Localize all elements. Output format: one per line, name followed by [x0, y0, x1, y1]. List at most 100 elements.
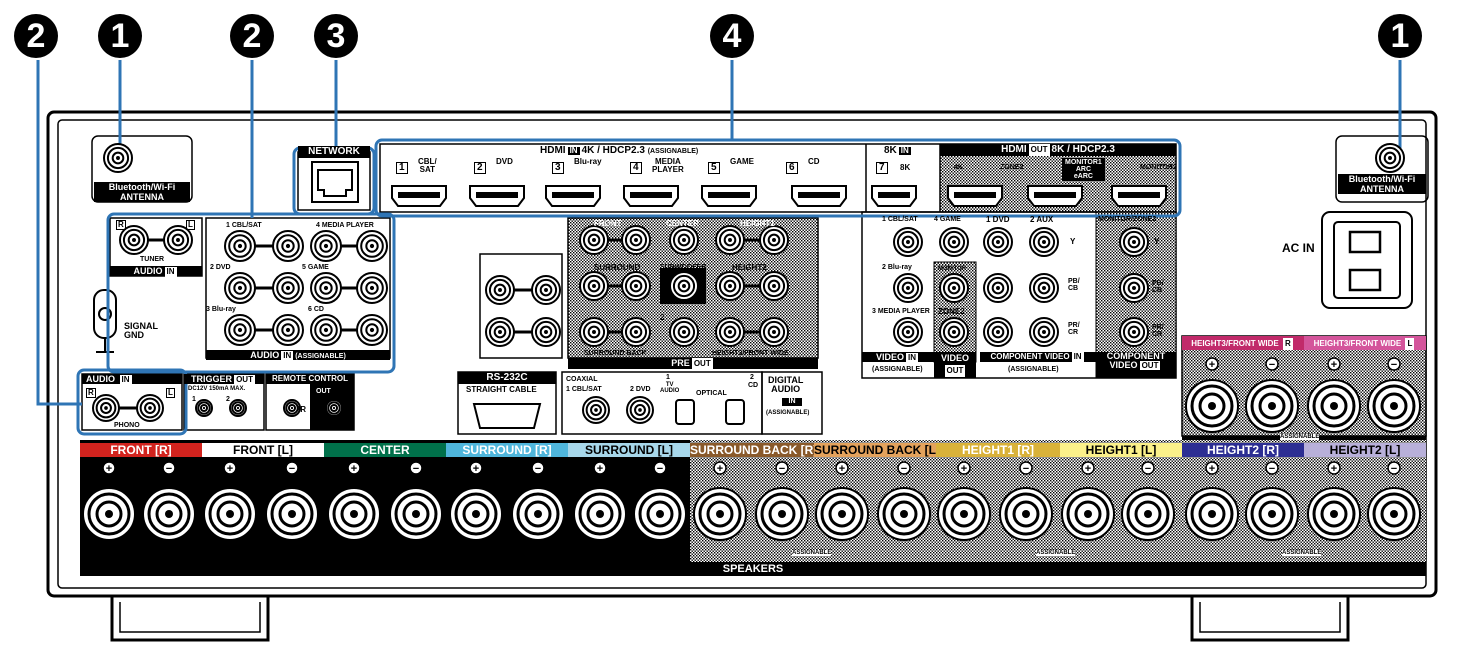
remote-out-jack-2[interactable]	[325, 399, 343, 417]
audio-tuner-r[interactable]	[119, 225, 149, 255]
video-out-monitor[interactable]	[939, 273, 969, 303]
video-in-4[interactable]	[939, 227, 969, 257]
speaker-terminal-1[interactable]	[142, 487, 196, 541]
speaker-terminal-11[interactable]	[755, 487, 809, 541]
pre-zone3-l[interactable]	[531, 317, 561, 347]
speaker-terminal-17[interactable]	[1121, 487, 1175, 541]
height3-terminal-3[interactable]	[1367, 379, 1421, 433]
speaker-terminal-9[interactable]	[633, 487, 687, 541]
component-in-2[interactable]	[983, 273, 1013, 303]
remote-ir: IR	[298, 405, 306, 414]
audio-in-0-2-l[interactable]	[272, 314, 304, 346]
pre-height1-l[interactable]	[759, 225, 789, 255]
height3-terminal-2[interactable]	[1307, 379, 1361, 433]
component-in-0[interactable]	[983, 227, 1013, 257]
pre-subwoofer-1[interactable]	[669, 271, 699, 301]
video-out-zone2[interactable]	[939, 317, 969, 347]
speaker-terminal-5[interactable]	[389, 487, 443, 541]
audio-in-0-0-r[interactable]	[224, 230, 256, 262]
hdmi-port-1[interactable]	[469, 185, 525, 207]
pre-zone2-r[interactable]	[485, 275, 515, 305]
component-out-0[interactable]	[1119, 227, 1149, 257]
remote-in-jack[interactable]	[283, 399, 301, 417]
pre-height2-r[interactable]	[715, 271, 745, 301]
pre-zone3-r[interactable]	[485, 317, 515, 347]
component-in-5[interactable]	[1029, 317, 1059, 347]
speaker-terminal-7[interactable]	[511, 487, 565, 541]
audio-in-1-0-l[interactable]	[356, 230, 388, 262]
hdmi-port-3[interactable]	[623, 185, 679, 207]
pre-zone2-l[interactable]	[531, 275, 561, 305]
speaker-terminal-19[interactable]	[1245, 487, 1299, 541]
speaker-terminal-3[interactable]	[265, 487, 319, 541]
hdmi-port-5[interactable]	[791, 185, 847, 207]
hdmi-port-7[interactable]	[947, 185, 1003, 207]
audio-in-0-2-r[interactable]	[224, 314, 256, 346]
antenna-left-connector[interactable]	[103, 143, 133, 173]
hdmi-port-9[interactable]	[1111, 185, 1167, 207]
height3-terminal-0[interactable]	[1185, 379, 1239, 433]
audio-in-1-2-r[interactable]	[310, 314, 342, 346]
component-out-1[interactable]	[1119, 273, 1149, 303]
speaker-terminal-2[interactable]	[203, 487, 257, 541]
video-in-2[interactable]	[893, 273, 923, 303]
hdmi-in-num: 1	[396, 162, 408, 174]
speaker-terminal-15[interactable]	[999, 487, 1053, 541]
component-in-4[interactable]	[983, 317, 1013, 347]
hdmi-port-2[interactable]	[545, 185, 601, 207]
audio-in-1-0-r[interactable]	[310, 230, 342, 262]
antenna-right-label: Bluetooth/Wi-Fi ANTENNA	[1338, 174, 1426, 194]
audio-in-1-1-r[interactable]	[310, 272, 342, 304]
pre-front-l[interactable]	[621, 225, 651, 255]
pre-surround-r[interactable]	[579, 271, 609, 301]
audio-in-0-1-r[interactable]	[224, 272, 256, 304]
pre-subwoofer-2[interactable]	[669, 317, 699, 347]
audio-tuner-l[interactable]	[163, 225, 193, 255]
speaker-terminal-8[interactable]	[573, 487, 627, 541]
video-in-1[interactable]	[893, 227, 923, 257]
coaxial-2-jack[interactable]	[626, 396, 654, 424]
svg-text:−: −	[779, 463, 785, 475]
speaker-terminal-4[interactable]	[327, 487, 381, 541]
audio-in-1-1-l[interactable]	[356, 272, 388, 304]
trigger-1-jack[interactable]	[195, 399, 213, 417]
pre-center[interactable]	[669, 225, 699, 255]
component-in-1[interactable]	[1029, 227, 1059, 257]
hdmi-port-0[interactable]	[391, 185, 447, 207]
audio-in-0-1-l[interactable]	[272, 272, 304, 304]
pre-height1-r[interactable]	[715, 225, 745, 255]
pre-surround-l[interactable]	[621, 271, 651, 301]
pre-surround-back-r[interactable]	[579, 317, 609, 347]
hdmi-port-6[interactable]	[871, 185, 917, 207]
audio-in-1-2-l[interactable]	[356, 314, 388, 346]
speaker-terminal-12[interactable]	[815, 487, 869, 541]
antenna-right-connector[interactable]	[1375, 143, 1405, 173]
speaker-terminal-13[interactable]	[877, 487, 931, 541]
speaker-terminal-6[interactable]	[449, 487, 503, 541]
pre-height3-l[interactable]	[759, 317, 789, 347]
coaxial-1-jack[interactable]	[582, 396, 610, 424]
pre-height2-l[interactable]	[759, 271, 789, 301]
height3-terminal-1[interactable]	[1245, 379, 1299, 433]
hdmi-port-4[interactable]	[701, 185, 757, 207]
speaker-terminal-21[interactable]	[1367, 487, 1421, 541]
component-out-2[interactable]	[1119, 317, 1149, 347]
audio-in-label: 3 Blu-ray	[206, 306, 236, 313]
audio-phono-l[interactable]	[136, 394, 164, 422]
speaker-terminal-16[interactable]	[1061, 487, 1115, 541]
pre-height3-r[interactable]	[715, 317, 745, 347]
speaker-terminal-14[interactable]	[937, 487, 991, 541]
speaker-terminal-10[interactable]	[693, 487, 747, 541]
speaker-terminal-0[interactable]	[82, 487, 136, 541]
pre-front-r[interactable]	[579, 225, 609, 255]
hdmi-port-8[interactable]	[1027, 185, 1083, 207]
speaker-terminal-18[interactable]	[1185, 487, 1239, 541]
trigger-2-jack[interactable]	[229, 399, 247, 417]
component-in-3[interactable]	[1029, 273, 1059, 303]
audio-in-0-0-l[interactable]	[272, 230, 304, 262]
audio-phono-r[interactable]	[92, 394, 120, 422]
speaker-terminal-20[interactable]	[1307, 487, 1361, 541]
video-in-3[interactable]	[893, 317, 923, 347]
pre-surround-back-l[interactable]	[621, 317, 651, 347]
